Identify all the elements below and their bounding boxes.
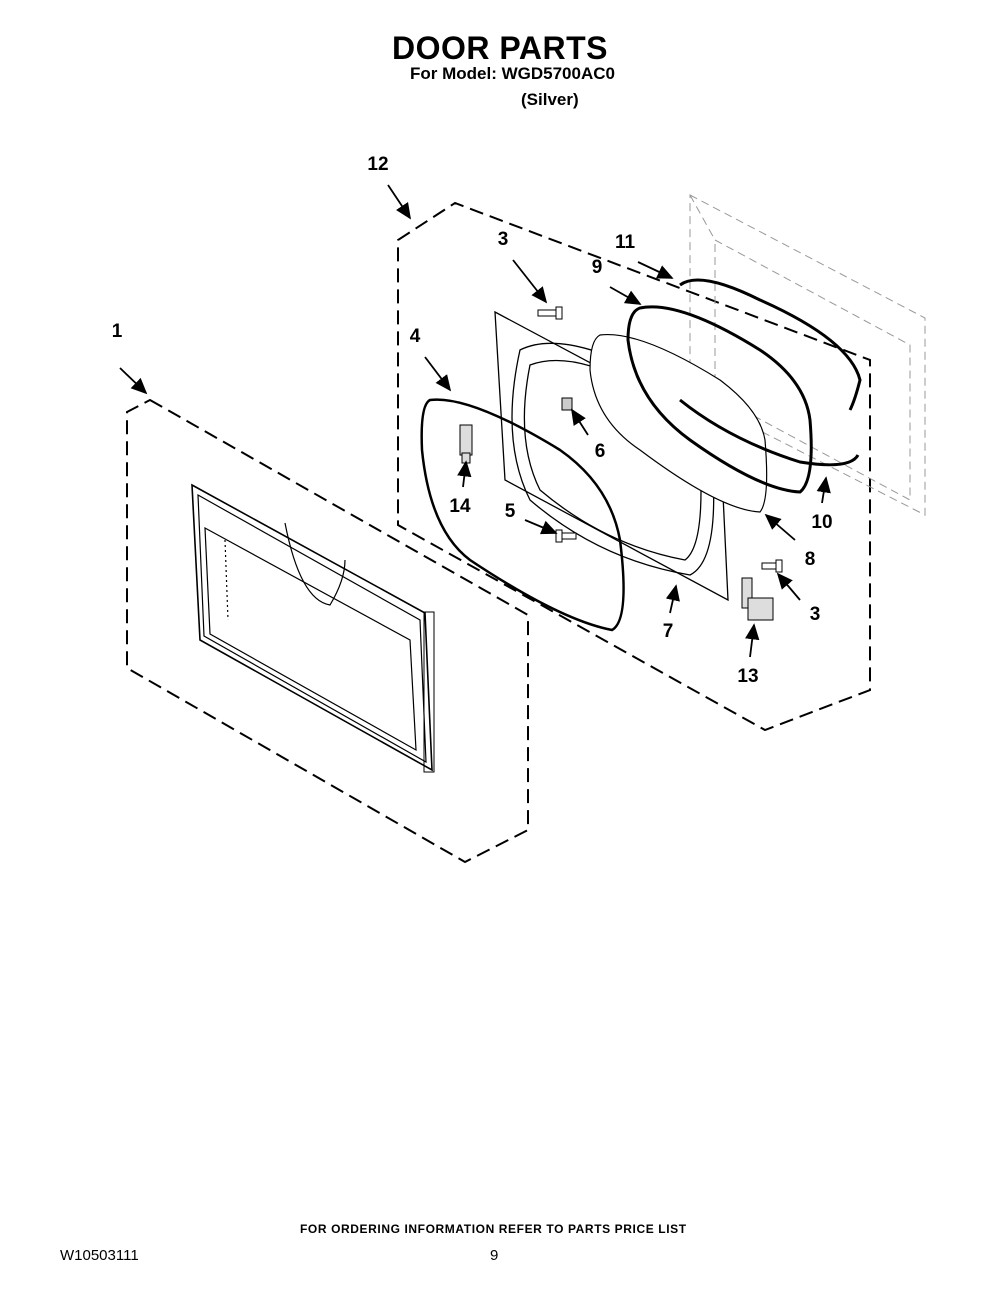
callout-1: 1 — [111, 321, 123, 342]
lower-trim — [679, 398, 860, 467]
door-gasket — [626, 305, 813, 494]
document-number: W10503111 — [60, 1247, 139, 1264]
screw — [761, 559, 783, 573]
cabinet-outline-ghost — [689, 194, 926, 516]
upper-trim — [679, 278, 862, 411]
hinge-right — [741, 577, 774, 621]
door-assembly-boundary — [126, 398, 529, 864]
callout-8: 8 — [804, 549, 816, 570]
callout-4: 4 — [409, 326, 421, 347]
callout-5: 5 — [504, 501, 516, 522]
clip — [561, 397, 573, 411]
callout-12: 12 — [367, 154, 389, 175]
screw — [555, 529, 577, 543]
screw — [537, 306, 563, 320]
page-number: 9 — [490, 1247, 499, 1264]
callout-11: 11 — [614, 232, 636, 253]
model-number: For Model: WGD5700AC0 — [410, 64, 615, 83]
callout-14: 14 — [449, 496, 471, 517]
door-seal — [420, 398, 625, 632]
callout-3-right: 3 — [809, 604, 821, 625]
callout-6: 6 — [594, 441, 606, 462]
hinge-left — [459, 424, 473, 464]
door-glass — [589, 333, 768, 513]
callout-9: 9 — [591, 257, 603, 278]
ordering-note: FOR ORDERING INFORMATION REFER TO PARTS … — [300, 1222, 687, 1236]
inner-door-assembly-boundary — [397, 201, 871, 732]
callout-7: 7 — [662, 621, 674, 642]
model-color: (Silver) — [521, 90, 579, 109]
callout-3: 3 — [497, 229, 509, 250]
callout-13: 13 — [737, 666, 759, 687]
callout-10: 10 — [811, 512, 833, 533]
outer-door-panel — [191, 483, 435, 773]
page-title: DOOR PARTS — [392, 30, 608, 66]
